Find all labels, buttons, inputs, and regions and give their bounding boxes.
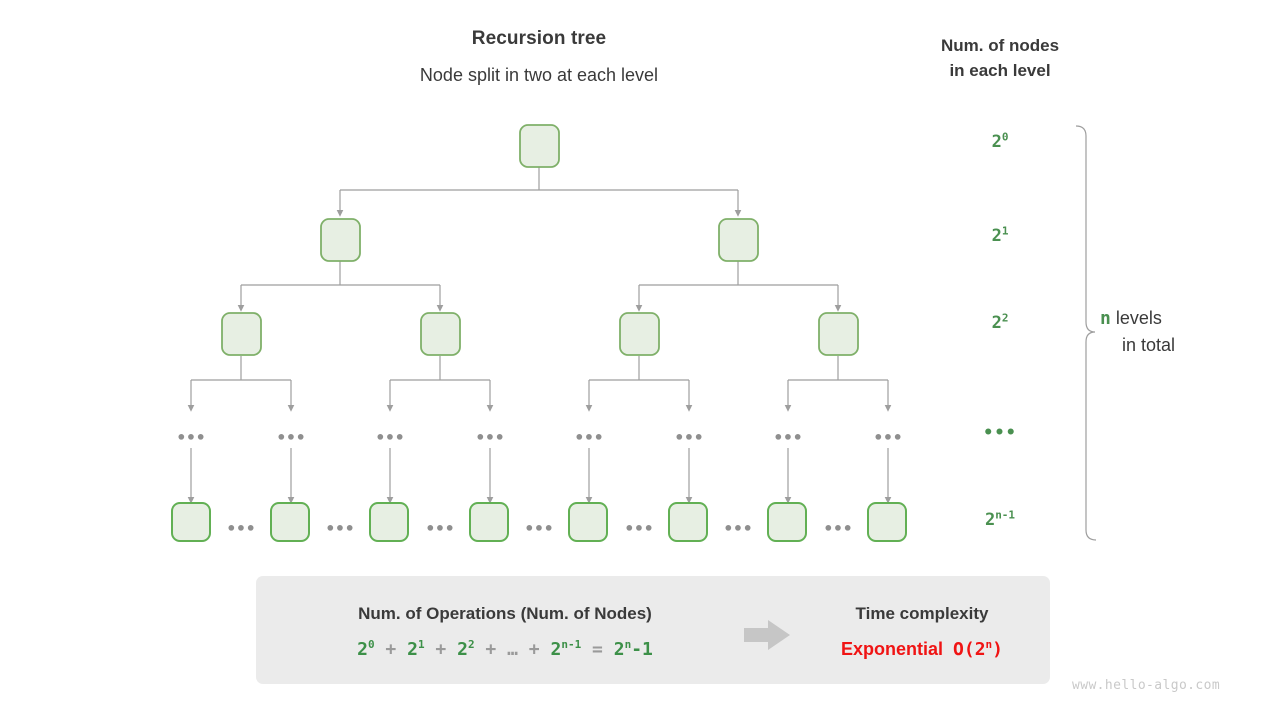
- levels-total-line2: in total: [1122, 335, 1176, 355]
- leaf-gap-ellipsis: •••: [823, 519, 853, 538]
- tree-node: [718, 218, 759, 262]
- tree-leaf-node: [668, 502, 708, 542]
- level-count-2: 22: [991, 311, 1009, 333]
- tree-node: [818, 312, 859, 356]
- leaf-gap-ellipsis: •••: [425, 519, 455, 538]
- time-complexity-value: Exponential O(2n): [800, 639, 1044, 660]
- tree-ellipsis: •••: [873, 428, 903, 447]
- leaf-gap-ellipsis: •••: [524, 519, 554, 538]
- operations-title: Num. of Operations (Num. of Nodes): [358, 604, 652, 623]
- summary-panel: [256, 576, 1050, 684]
- tree-node: [320, 218, 361, 262]
- levels-total-label: n levels in total: [1100, 305, 1270, 359]
- tree-leaf-node: [369, 502, 409, 542]
- levels-brace: [1075, 125, 1097, 541]
- big-o-notation: O(2n): [953, 638, 1003, 660]
- tree-leaf-node: [867, 502, 907, 542]
- tree-ellipsis: •••: [674, 428, 704, 447]
- level-count-0: 20: [991, 130, 1009, 152]
- level-count-ellipsis: •••: [983, 423, 1017, 443]
- nodes-per-level-title-line2: in each level: [949, 61, 1051, 80]
- page-subtitle: Node split in two at each level: [419, 65, 659, 85]
- tree-ellipsis: •••: [475, 428, 505, 447]
- nodes-per-level-title-line1: Num. of nodes: [940, 36, 1060, 55]
- tree-leaf-nodes: [171, 502, 907, 542]
- tree-ellipsis: •••: [375, 428, 405, 447]
- tree-ellipsis: •••: [574, 428, 604, 447]
- watermark: www.hello-algo.com: [1072, 678, 1221, 693]
- level-count-1: 21: [991, 224, 1009, 246]
- tree-ellipsis: •••: [773, 428, 803, 447]
- tree-leaf-node: [270, 502, 310, 542]
- levels-total-n: n: [1100, 308, 1111, 329]
- tree-leaf-node: [171, 502, 211, 542]
- tree-node: [221, 312, 262, 356]
- time-complexity-title: Time complexity: [855, 604, 989, 623]
- levels-total-word: levels: [1110, 308, 1162, 328]
- nodes-per-level-title: Num. of nodes in each level: [900, 33, 1100, 83]
- time-complexity-word: Exponential: [840, 639, 943, 659]
- tree-leaf-node: [469, 502, 509, 542]
- leaf-gap-ellipsis: •••: [325, 519, 355, 538]
- operations-formula: 20 + 21 + 22 + … + 2n-1 = 2n-1: [357, 638, 653, 660]
- tree-node: [420, 312, 461, 356]
- level-count-last: 2n-1: [984, 508, 1016, 530]
- page-title: Recursion tree: [471, 28, 607, 49]
- tree-ellipsis: •••: [176, 428, 206, 447]
- tree-leaf-node: [767, 502, 807, 542]
- leaf-gap-ellipsis: •••: [624, 519, 654, 538]
- leaf-gap-ellipsis: •••: [723, 519, 753, 538]
- tree-connectors: [187, 167, 892, 504]
- tree-node-root: [519, 124, 560, 168]
- tree-nodes: [221, 124, 859, 356]
- tree-leaf-node: [568, 502, 608, 542]
- tree-node: [619, 312, 660, 356]
- tree-ellipsis: •••: [276, 428, 306, 447]
- leaf-gap-ellipsis: •••: [226, 519, 256, 538]
- right-arrow-icon: [744, 620, 790, 650]
